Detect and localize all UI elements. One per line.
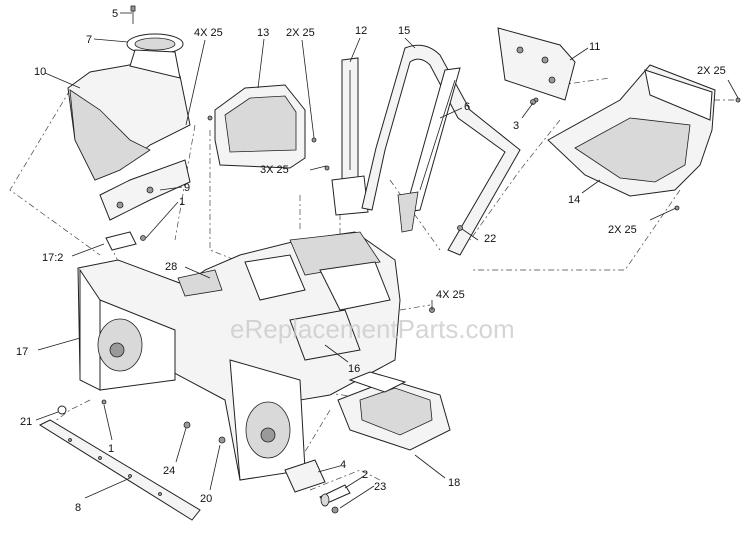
label-13: 13 bbox=[257, 27, 269, 39]
plate-14 bbox=[547, 64, 716, 197]
belt-cover bbox=[207, 84, 317, 169]
label-4x25-top: 4X 25 bbox=[194, 27, 223, 39]
label-28: 28 bbox=[165, 261, 177, 273]
label-4x25-mid: 4X 25 bbox=[436, 289, 465, 301]
label-11: 11 bbox=[589, 41, 600, 53]
label-2x25-cover: 2X 25 bbox=[286, 27, 315, 39]
callout-leaders bbox=[35, 12, 739, 509]
small-hardware bbox=[57, 97, 741, 514]
label-1-bottom: 1 bbox=[108, 443, 114, 455]
label-24: 24 bbox=[163, 465, 175, 477]
label-21: 21 bbox=[20, 416, 32, 428]
watermark: eReplacementParts.com bbox=[230, 314, 515, 344]
label-18: 18 bbox=[448, 477, 460, 489]
label-22: 22 bbox=[484, 233, 496, 245]
handle-assembly bbox=[361, 44, 521, 256]
label-23: 23 bbox=[374, 481, 386, 493]
bracket-11 bbox=[497, 27, 576, 103]
label-1-top: 1 bbox=[179, 196, 185, 208]
label-4: 4 bbox=[340, 459, 346, 471]
callout-labels: 5 7 10 4X 25 13 2X 25 12 15 11 2X 25 3 6… bbox=[16, 8, 726, 514]
main-housing bbox=[77, 231, 401, 481]
shaft-12 bbox=[331, 57, 369, 216]
chute-assembly bbox=[67, 5, 191, 251]
label-14: 14 bbox=[568, 194, 580, 206]
skid-18 bbox=[337, 371, 451, 451]
label-3: 3 bbox=[513, 120, 519, 132]
label-6: 6 bbox=[464, 101, 470, 113]
label-2x25-lower: 2X 25 bbox=[608, 224, 637, 236]
label-7: 7 bbox=[86, 34, 92, 46]
label-17: 17 bbox=[16, 346, 28, 358]
label-2x25-right: 2X 25 bbox=[697, 65, 726, 77]
label-10: 10 bbox=[34, 66, 46, 78]
scraper-bar bbox=[38, 419, 201, 521]
label-15: 15 bbox=[398, 25, 410, 37]
label-2: 2 bbox=[362, 469, 368, 481]
label-9: 9 bbox=[184, 182, 190, 194]
label-16: 16 bbox=[348, 363, 360, 375]
label-17-2: 17:2 bbox=[42, 252, 63, 264]
label-3x25: 3X 25 bbox=[260, 164, 289, 176]
label-5: 5 bbox=[112, 8, 118, 20]
label-8: 8 bbox=[75, 502, 81, 514]
label-20: 20 bbox=[200, 493, 212, 505]
label-12: 12 bbox=[355, 25, 367, 37]
